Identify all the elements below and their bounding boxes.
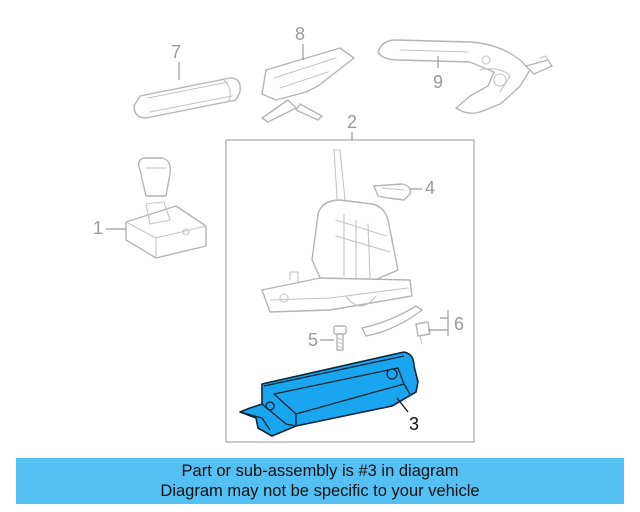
info-banner: Part or sub-assembly is #3 in diagram Di… [16,458,624,504]
callout-1: 1 [93,218,103,238]
banner-line-1: Part or sub-assembly is #3 in diagram [181,462,459,480]
leader-6 [428,310,449,336]
part-4-bracket [373,183,412,201]
callout-4: 4 [425,178,435,198]
part-7-handle-grip [133,77,241,119]
part-6-guide-and-bolt [361,305,431,345]
callout-6: 6 [454,314,464,334]
callout-2: 2 [347,112,357,132]
callout-5: 5 [308,330,318,350]
callout-7: 7 [171,42,181,62]
callout-3: 3 [409,414,419,434]
part-9-brake-lever [377,39,553,115]
part-5-bolt [333,325,347,351]
leader-3 [396,397,409,413]
part-3-highlighted-housing [239,351,419,437]
banner-line-2: Diagram may not be specific to your vehi… [160,482,480,500]
assembly-2-frame [225,139,475,443]
part-8-boot [261,47,355,123]
callout-8: 8 [295,24,305,44]
part-1-shift-knob [125,157,207,259]
shifter-mechanism [261,149,413,313]
parts-diagram: 7 8 9 1 2 [93,24,553,443]
callout-9: 9 [433,72,443,92]
